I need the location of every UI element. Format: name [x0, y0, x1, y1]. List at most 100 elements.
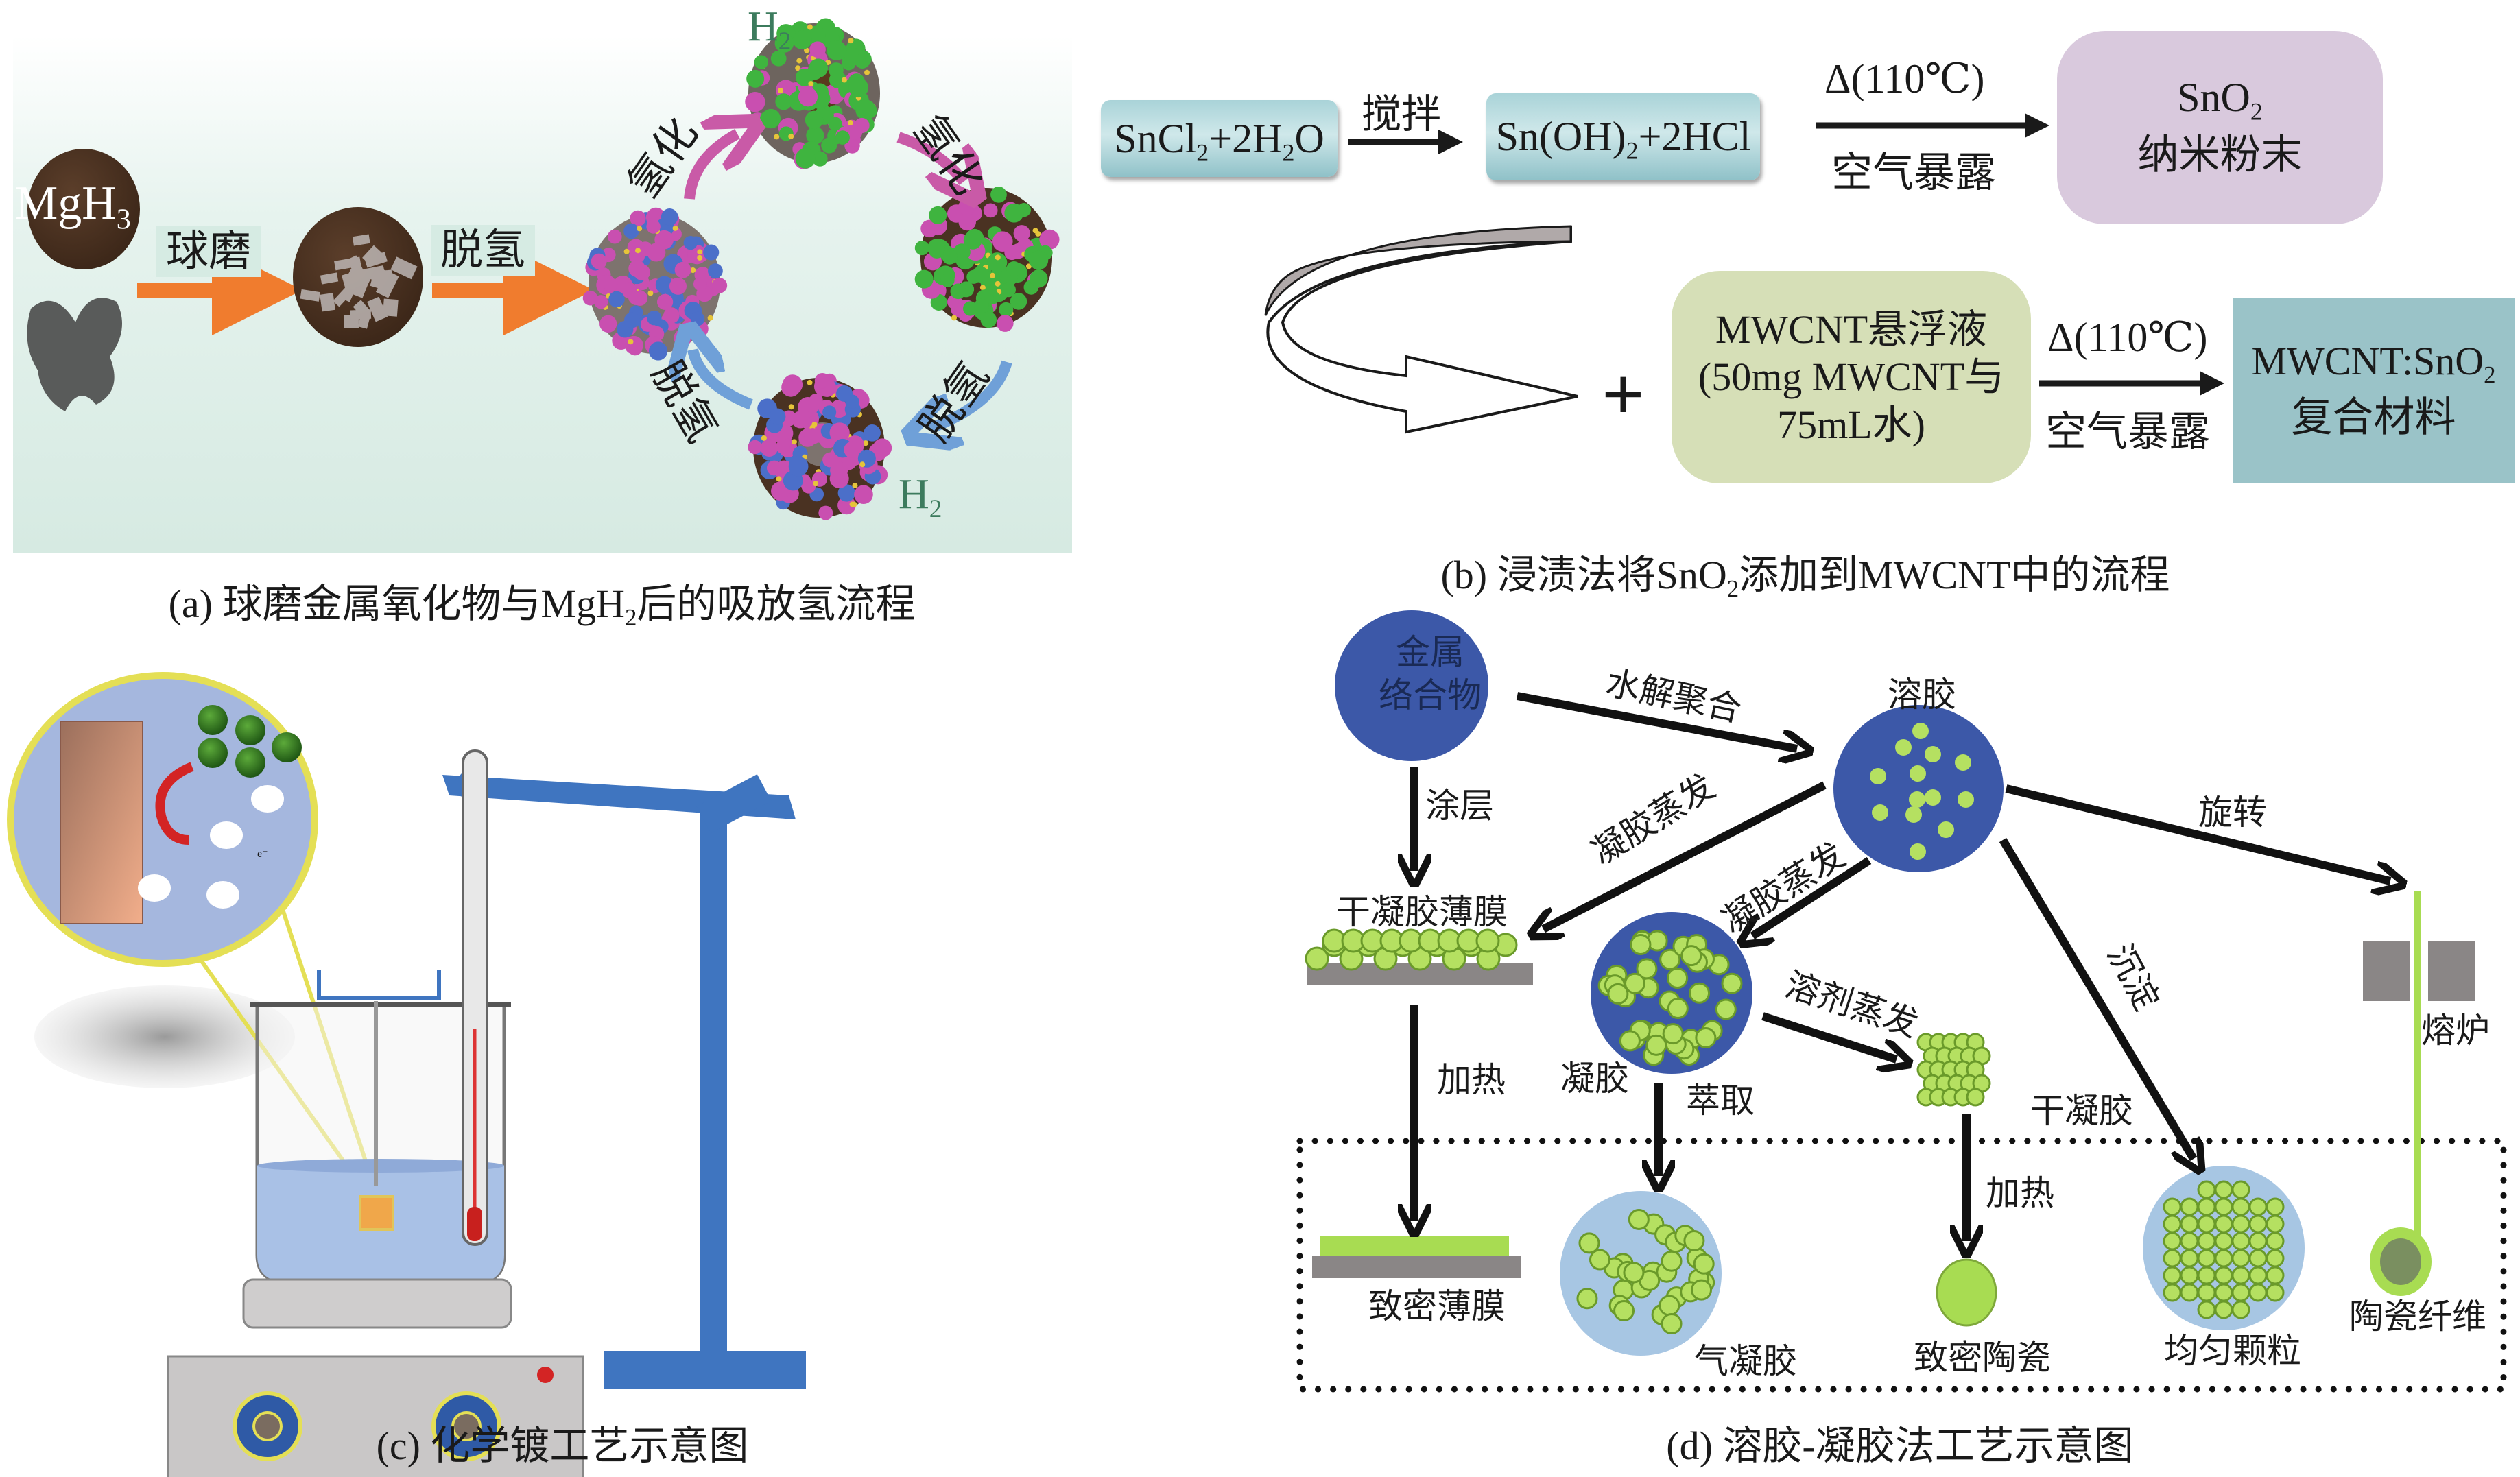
cluster-atom — [792, 30, 812, 49]
cluster-atom — [775, 93, 792, 110]
cluster-atom — [646, 219, 661, 234]
furnace-label: 熔炉 — [2421, 1011, 2490, 1050]
dense-film-node — [1312, 1236, 1521, 1278]
cluster-atom — [697, 254, 703, 261]
particle — [2197, 1214, 2216, 1234]
mwcnt-suspension-box: MWCNT悬浮液 (50mg MWCNT与 75mL水) — [1672, 271, 2031, 483]
metal-complex-node — [1335, 610, 1488, 761]
cluster-atom — [774, 134, 780, 140]
cluster-atom — [647, 290, 654, 296]
cluster-atom — [951, 315, 958, 321]
particle — [1619, 1030, 1641, 1052]
particle — [2180, 1197, 2199, 1216]
cluster-atom — [630, 210, 646, 227]
particle — [2266, 1232, 2285, 1251]
cluster-atom — [940, 273, 955, 287]
particle — [2197, 1180, 2216, 1199]
cluster-atom — [669, 277, 687, 295]
particle — [1938, 821, 1954, 838]
cluster-atom — [807, 379, 813, 385]
heat-label-1: Δ(110℃) — [1824, 56, 1985, 101]
cluster-atom — [1039, 229, 1060, 250]
cluster-atom — [795, 65, 801, 71]
cluster-dehydriding — [748, 372, 892, 520]
spinning-label: 旋转 — [2198, 793, 2267, 832]
particle — [2214, 1266, 2233, 1285]
particle — [1305, 946, 1329, 971]
plus-sign: + — [1602, 352, 1645, 436]
particle — [2163, 1232, 2182, 1251]
cluster-atom — [841, 77, 847, 83]
cluster-atom — [776, 440, 790, 454]
cluster-atom — [594, 295, 608, 309]
cluster-hydrided — [914, 186, 1060, 332]
particle — [1925, 746, 1941, 762]
particle — [1475, 928, 1500, 953]
particle — [1607, 983, 1629, 1005]
ion-bubble — [210, 821, 243, 849]
cluster-atom — [837, 496, 856, 515]
cluster-atom — [661, 208, 678, 226]
particle — [2197, 1300, 2216, 1319]
cluster-atom — [708, 263, 723, 278]
particle — [2180, 1249, 2199, 1268]
particle — [2248, 1197, 2268, 1216]
xerogel-label: 干凝胶 — [2030, 1092, 2133, 1130]
particle — [1661, 1312, 1683, 1334]
cluster-atom — [745, 91, 765, 112]
gel-evap-arrow-2 — [1752, 856, 1872, 936]
cluster-atom — [761, 435, 767, 441]
cluster-atom — [760, 439, 778, 457]
particle — [1910, 765, 1926, 782]
substrate-plate — [60, 721, 143, 924]
beaker — [250, 970, 511, 1284]
furnace-node — [2363, 891, 2475, 1296]
particle — [2266, 1266, 2285, 1285]
particle — [1905, 806, 1922, 823]
cluster-atom — [851, 501, 857, 507]
cluster-atom — [920, 219, 938, 238]
particle — [2163, 1283, 2182, 1302]
cluster-atom — [711, 278, 728, 293]
thermometer — [462, 749, 488, 1246]
cluster-atom — [804, 428, 821, 445]
particle — [1667, 967, 1689, 989]
particle — [1870, 768, 1886, 784]
particle — [2248, 1249, 2268, 1268]
cluster-atom — [754, 55, 769, 69]
knob-right — [431, 1391, 501, 1461]
cluster-atom — [848, 77, 869, 98]
cluster-atom — [746, 69, 765, 88]
ion-bubble — [206, 881, 239, 909]
cluster-atom — [859, 461, 866, 468]
cluster-atom — [854, 53, 870, 69]
particle — [1925, 789, 1941, 806]
dense-ceramic-node — [1936, 1258, 1997, 1327]
particle — [1630, 934, 1652, 956]
cluster-atom — [788, 404, 794, 410]
cluster-atom — [647, 310, 662, 326]
metal-atom — [198, 738, 228, 768]
particle — [2163, 1197, 2182, 1216]
particle — [1695, 1026, 1717, 1048]
particle — [2248, 1214, 2268, 1234]
cluster-atom — [813, 481, 819, 487]
particle — [1613, 1300, 1635, 1322]
particle — [2231, 1180, 2250, 1199]
particle — [2214, 1232, 2233, 1251]
gel-evap-arrow-1 — [1543, 781, 1827, 929]
flake — [320, 293, 335, 312]
cluster-atom — [854, 117, 870, 134]
metal-oxide-particle — [27, 298, 122, 411]
cluster-atom — [782, 374, 803, 395]
xerogel-node — [1916, 1033, 1991, 1107]
cluster-atom — [770, 50, 787, 67]
cluster-atom — [582, 290, 598, 306]
cluster-atom — [648, 341, 668, 361]
uniform-particles-node — [2143, 1166, 2305, 1330]
cluster-atom — [942, 249, 958, 265]
cluster-atom — [748, 440, 762, 455]
particle — [2180, 1214, 2199, 1234]
particle — [1659, 1295, 1680, 1317]
